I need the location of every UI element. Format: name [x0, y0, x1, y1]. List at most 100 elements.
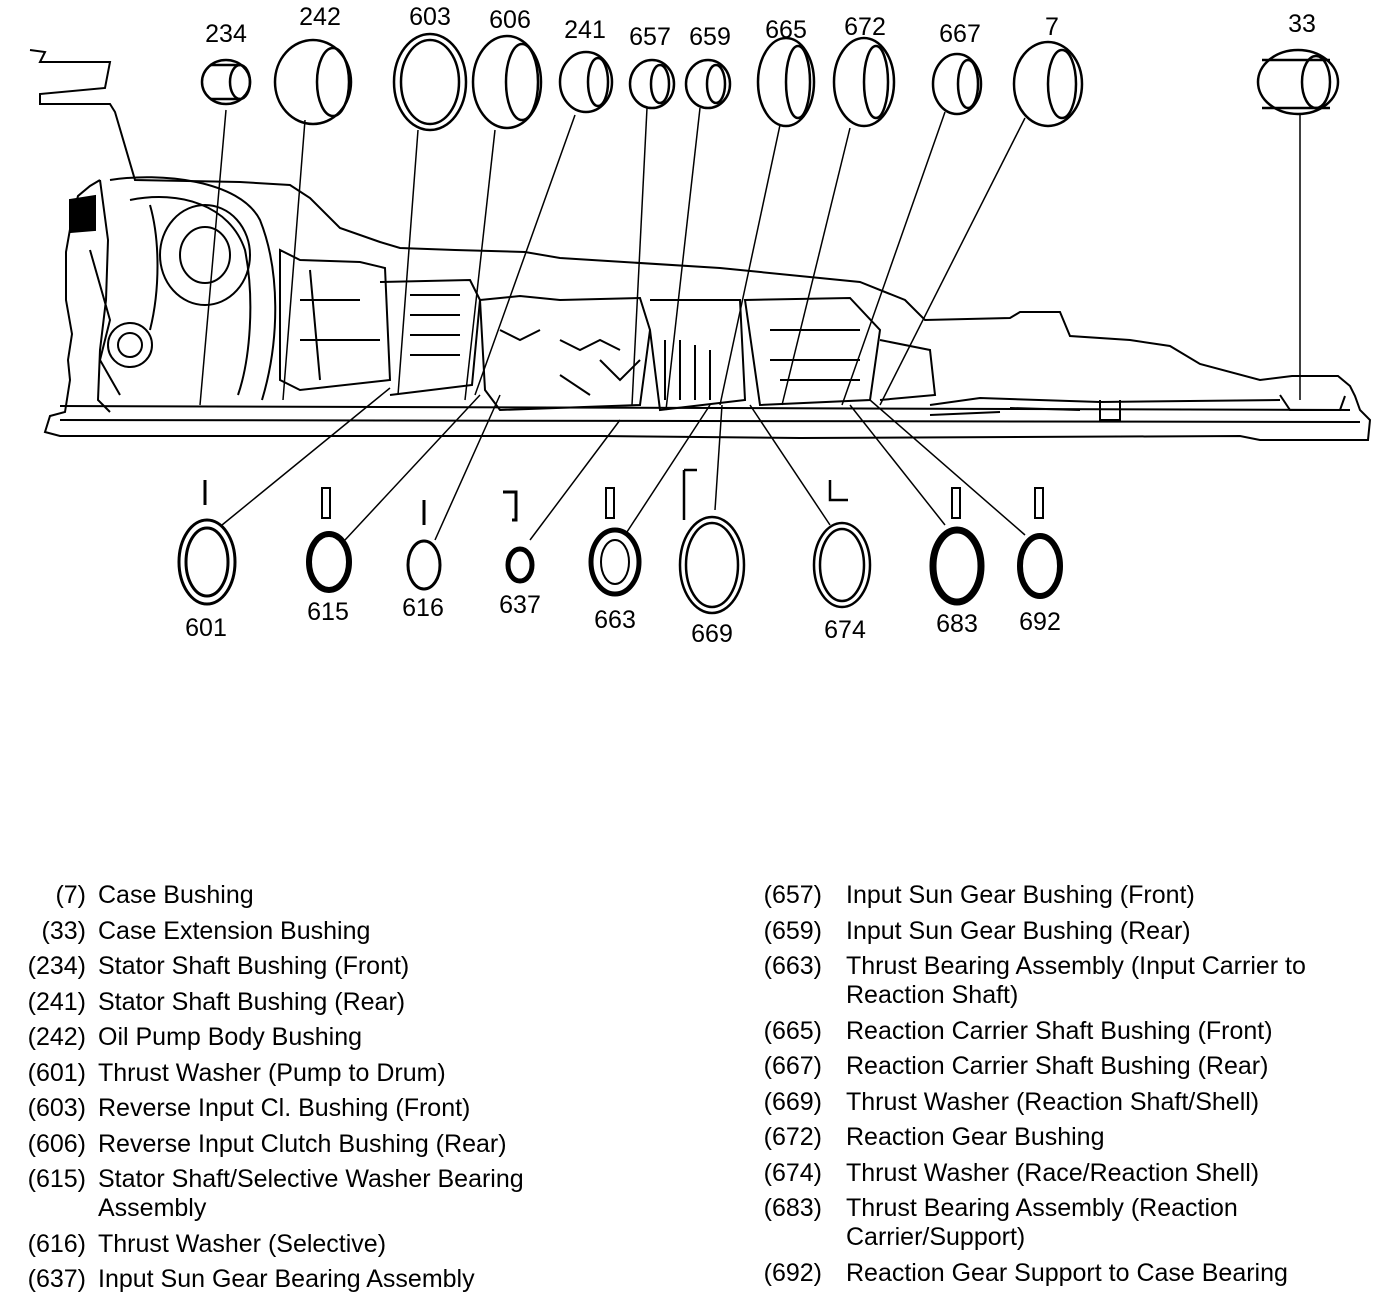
- legend-number: (603): [27, 1094, 86, 1122]
- callout-674: 674: [824, 616, 866, 644]
- callout-606: 606: [489, 6, 531, 34]
- legend-number: (659): [763, 916, 822, 945]
- legend-number: (606): [27, 1129, 86, 1158]
- bell-housing: [96, 179, 111, 413]
- bushing-667-icon: [931, 52, 983, 116]
- washer-674-icon: [812, 480, 872, 609]
- legend-item: (242) Oil Pump Body Bushing: [8, 1020, 728, 1056]
- legend-item: (601) Thrust Washer (Pump to Drum): [8, 1056, 728, 1092]
- legend-description: Stator Shaft Bushing (Rear): [98, 987, 406, 1016]
- callout-663: 663: [594, 606, 636, 634]
- legend-item: (657)Input Sun Gear Bushing (Front): [756, 878, 1386, 914]
- bearing-637-icon: [503, 490, 535, 584]
- legend-description: Oil Pump Body Bushing: [98, 1023, 363, 1051]
- bearing-663-icon: [588, 487, 642, 597]
- legend-number: (616): [27, 1229, 86, 1258]
- legend-number: (663): [763, 952, 822, 980]
- legend-description: Reverse Input Cl. Bushing (Front): [98, 1094, 471, 1122]
- bushing-659-icon: [684, 58, 732, 110]
- callout-667: 667: [939, 20, 981, 48]
- callout-669: 669: [691, 620, 733, 648]
- legend-item: (637) Input Sun Gear Bearing Assembly: [8, 1262, 728, 1298]
- legend-item: (669)Thrust Washer (Reaction Shaft/Shell…: [756, 1085, 1386, 1121]
- legend-number: (683): [763, 1194, 822, 1222]
- legend-item: (665)Reaction Carrier Shaft Bushing (Fro…: [756, 1014, 1386, 1050]
- callout-601: 601: [185, 614, 227, 642]
- legend-item: (234) Stator Shaft Bushing (Front): [8, 949, 728, 985]
- legend-number: (674): [763, 1158, 822, 1187]
- legend-item: (241) Stator Shaft Bushing (Rear): [8, 985, 728, 1021]
- legend-description: Thrust Bearing Assembly (Input Carrier t…: [846, 952, 1306, 1009]
- bearing-683-icon: [929, 487, 985, 606]
- legend-item: (672) Reaction Gear Bushing: [756, 1120, 1386, 1156]
- case-outline: [29, 49, 1372, 441]
- legend-item: (667)Reaction Carrier Shaft Bushing (Rea…: [756, 1049, 1386, 1085]
- callout-616: 616: [402, 594, 444, 622]
- bushing-665-icon: [756, 36, 816, 128]
- legend-item: (33) Case Extension Bushing: [8, 914, 728, 950]
- legend-description: Reaction Carrier Shaft Bushing (Rear): [846, 1052, 1269, 1080]
- bearing-692-icon: [1017, 487, 1063, 599]
- legend-left: (7)Case Bushing (33) Case Extension Bushi…: [8, 878, 728, 1298]
- callout-692: 692: [1019, 608, 1061, 636]
- legend-item: (616)Thrust Washer (Selective): [8, 1227, 728, 1263]
- legend-number: (672): [763, 1123, 822, 1151]
- legend-description: Stator Shaft Bushing (Front): [98, 952, 410, 980]
- callout-657: 657: [629, 23, 671, 51]
- legend-item: (663) Thrust Bearing Assembly (Input Carr…: [756, 949, 1386, 1014]
- callout-33: 33: [1288, 10, 1316, 38]
- legend-number: (241): [27, 987, 86, 1016]
- bushing-7-icon: [1012, 40, 1084, 128]
- legend-number: (33): [41, 916, 86, 945]
- callout-7: 7: [1045, 13, 1059, 41]
- legend-number: (601): [27, 1058, 86, 1087]
- legend-number: (665): [763, 1016, 822, 1045]
- legend-item: (603) Reverse Input Cl. Bushing (Front): [8, 1091, 728, 1127]
- callout-683: 683: [936, 610, 978, 638]
- legend-description: Case Extension Bushing: [98, 916, 371, 945]
- callout-665: 665: [765, 16, 807, 44]
- legend-description: Reaction Gear Bushing: [846, 1123, 1105, 1151]
- washer-601-icon: [177, 480, 237, 606]
- bushing-603-icon: [392, 32, 468, 132]
- bushing-657-icon: [628, 58, 676, 110]
- legend-item: (659) Input Sun Gear Bushing (Rear): [756, 914, 1386, 950]
- legend-item: (674) Thrust Washer (Race/Reaction Shell): [756, 1156, 1386, 1192]
- legend-description: Input Sun Gear Bushing (Front): [846, 881, 1195, 909]
- callout-672: 672: [844, 13, 886, 41]
- legend-description: Input Sun Gear Bearing Assembly: [98, 1265, 475, 1293]
- legend-description: Thrust Bearing Assembly (Reaction Carrie…: [846, 1194, 1238, 1251]
- bushing-672-icon: [832, 36, 896, 128]
- legend-number: (615): [27, 1165, 86, 1193]
- legend-description: Thrust Washer (Pump to Drum): [98, 1058, 446, 1087]
- callout-242: 242: [299, 3, 341, 31]
- legend-description: Thrust Washer (Reaction Shaft/Shell): [846, 1087, 1260, 1116]
- bushing-606-icon: [471, 34, 543, 130]
- legend-number: (242): [27, 1023, 86, 1051]
- callout-241: 241: [564, 16, 606, 44]
- callout-615: 615: [307, 598, 349, 626]
- bushing-241-icon: [558, 50, 614, 114]
- legend-number: (234): [27, 952, 86, 980]
- bushing-33-icon: [1256, 48, 1340, 116]
- legend-description: Reaction Gear Support to Case Bearing: [846, 1258, 1288, 1287]
- bushing-234-icon: [200, 58, 252, 106]
- legend-description: Thrust Washer (Race/Reaction Shell): [846, 1158, 1260, 1187]
- legend-description: Input Sun Gear Bushing (Rear): [846, 916, 1191, 945]
- transmission-cutaway-diagram: 234 242 603 606 241 657 659 665 672 667 …: [29, 3, 1372, 648]
- legend-item: (7)Case Bushing: [8, 878, 728, 914]
- legend-item: (692)Reaction Gear Support to Case Beari…: [756, 1256, 1386, 1292]
- legend-description: Reverse Input Clutch Bushing (Rear): [98, 1129, 507, 1158]
- legend-item: (683) Thrust Bearing Assembly (Reaction C…: [756, 1191, 1386, 1256]
- callout-234: 234: [205, 20, 247, 48]
- washer-669-icon: [678, 468, 746, 615]
- legend-description: Stator Shaft/Selective Washer Bearing As…: [98, 1165, 524, 1222]
- legend-number: (637): [27, 1265, 86, 1293]
- legend-number: (7): [55, 881, 86, 909]
- callout-603: 603: [409, 3, 451, 31]
- washer-616-icon: [406, 500, 442, 591]
- legend-item: (606) Reverse Input Clutch Bushing (Rear): [8, 1127, 728, 1163]
- legend-item: (615) Stator Shaft/Selective Washer Beari…: [8, 1162, 728, 1227]
- callout-637: 637: [499, 591, 541, 619]
- legend-right: (657)Input Sun Gear Bushing (Front) (659…: [756, 878, 1386, 1291]
